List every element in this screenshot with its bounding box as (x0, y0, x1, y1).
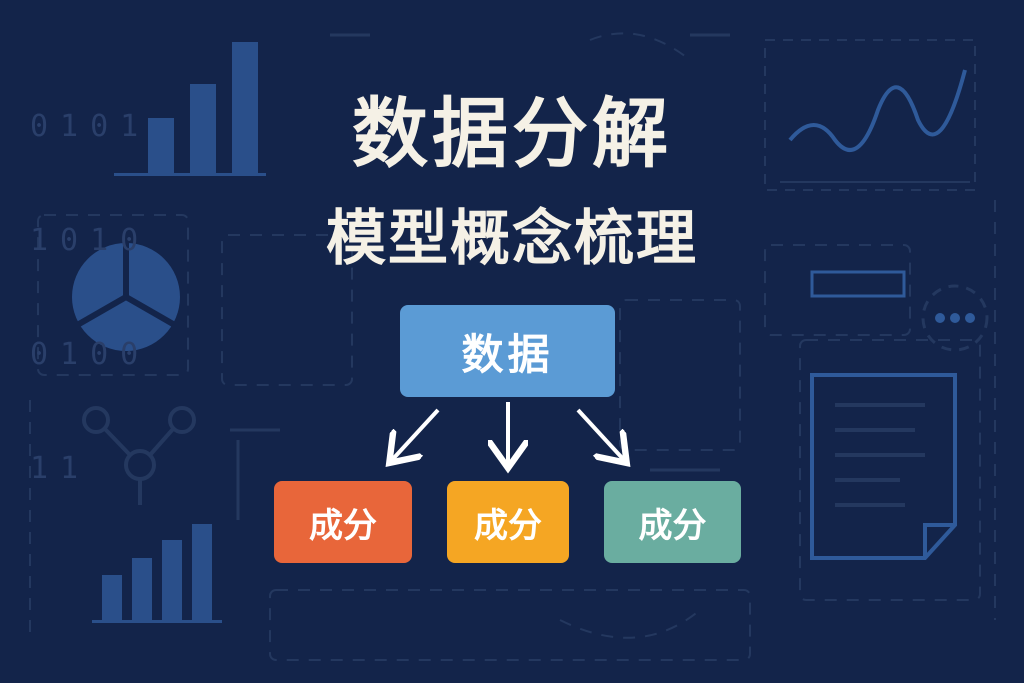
root-node-label: 数据 (461, 329, 554, 379)
network-icon (82, 406, 196, 505)
component-label: 成分 (638, 505, 707, 546)
document-icon (810, 373, 957, 560)
binary-row: 0101 (30, 109, 151, 144)
component-node-3: 成分 (604, 481, 741, 563)
root-node-data: 数据 (400, 305, 615, 397)
component-node-1: 成分 (274, 481, 412, 563)
component-label: 成分 (309, 505, 377, 546)
pie-chart-icon (72, 243, 180, 351)
page-subtitle: 模型概念梳理 (326, 204, 698, 274)
binary-row: 11 (30, 451, 91, 486)
page-title: 数据分解 (352, 89, 672, 178)
binary-row: 0100 (30, 337, 151, 372)
chat-bubble-icon (921, 284, 989, 352)
binary-row: 1010 (30, 223, 151, 258)
bar-chart-icon (114, 42, 266, 176)
bar-chart-icon (92, 524, 222, 623)
component-node-2: 成分 (447, 481, 569, 563)
line-chart-icon (764, 39, 976, 191)
component-label: 成分 (474, 505, 542, 546)
binary-digits-decoration: 0101 1010 0100 11 (30, 32, 150, 526)
